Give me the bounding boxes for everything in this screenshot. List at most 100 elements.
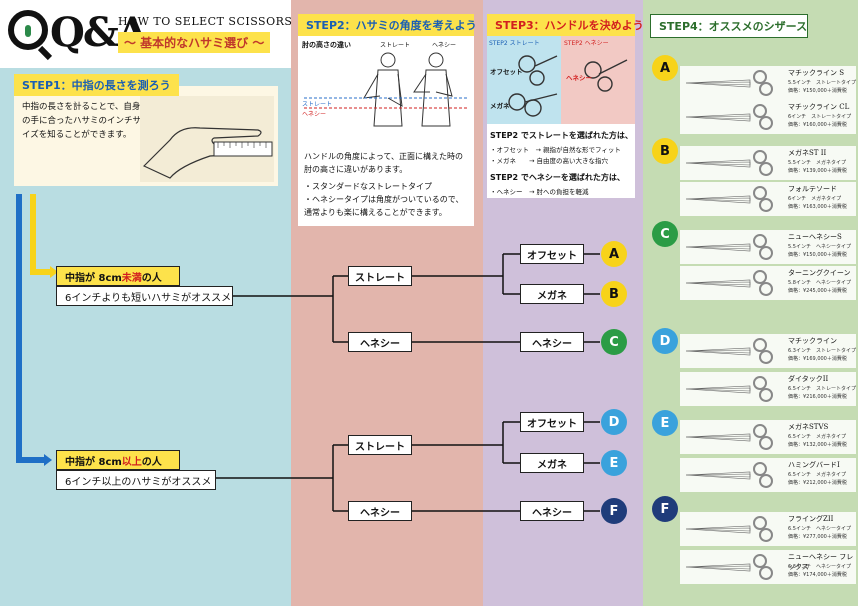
tree-result-e: E (601, 450, 627, 476)
step2-title: STEP2：ハサミの角度を考えよう (298, 14, 477, 36)
step3-label-megane: メガネ (490, 102, 510, 110)
node-offset-2: オフセット (520, 412, 584, 432)
group-b-badge: B (652, 138, 678, 164)
product-price: 価格：¥169,000＋消費税 (788, 356, 847, 362)
subtitle-jp: 〜 基本的なハサミ選び 〜 (118, 32, 271, 53)
step3-panel-straight-label: STEP2 ストレート (489, 40, 540, 47)
result-under-8cm: 6インチよりも短いハサミがオススメ (56, 286, 233, 306)
posture-illustration (304, 52, 468, 127)
step4-title: STEP4：オススメのシザース (650, 14, 808, 38)
product-card[interactable]: フォルテソード 6インチ メガネタイプ価格：¥163,000＋消費税 (680, 182, 856, 216)
step2-label-straight-line: ストレート (302, 101, 333, 108)
step2-label-straight-top: ストレート (380, 42, 411, 49)
product-price: 価格：¥132,000＋消費税 (788, 442, 847, 448)
step2-bullet-2: ・ヘネシータイプは角度がついているので、通常よりも楽に構えることができます。 (304, 195, 464, 217)
node-hensee-2: ヘネシー (348, 501, 412, 521)
scissors-icon (685, 516, 773, 542)
product-price: 価格：¥245,000＋消費税 (788, 288, 847, 294)
product-name: マチックライン S (788, 69, 845, 77)
node-hensee-1: ヘネシー (348, 332, 412, 352)
node-megane-2: メガネ (520, 453, 584, 473)
product-name: フォルテソード (788, 185, 837, 193)
product-name: メガネSTVS (788, 423, 829, 431)
condition-over-8cm: 中指が 8cm 以上の人 (56, 450, 180, 470)
product-name: メガネST II (788, 149, 827, 157)
node-straight-1: ストレート (348, 266, 412, 286)
step3-note1-item-2: ・メガネ → 自由度の高い大きな指穴 (490, 157, 609, 165)
step3-note1-title: STEP2 でストレートを選ばれた方は、 (490, 131, 633, 140)
product-card[interactable]: マチックライン S 5.5インチ ストレートタイプ価格：¥150,000＋消費税 (680, 66, 856, 100)
tree-result-d: D (601, 409, 627, 435)
tree-result-a: A (601, 241, 627, 267)
step3-label-offset: オフセット (490, 68, 523, 76)
product-price: 価格：¥174,000＋消費税 (788, 572, 847, 578)
step3-note1-item-1: ・オフセット → 親指が自然な形でフィット (490, 146, 621, 154)
tree-result-b: B (601, 281, 627, 307)
product-spec: 6.5インチ メガネタイプ (788, 434, 846, 440)
product-spec: 6.5インチ ストレートタイプ (788, 386, 856, 392)
step3-panel-hensee (561, 36, 635, 124)
scissors-icon (685, 186, 773, 212)
condition-under-8cm: 中指が 8cm 未満の人 (56, 266, 180, 286)
product-name: マチックライン (788, 337, 837, 345)
scissors-icon (685, 150, 773, 176)
product-spec: 6.3インチ ヘネシータイプ (788, 564, 851, 570)
scissors-icon (685, 462, 773, 488)
product-card[interactable]: ダイタックII 6.5インチ ストレートタイプ価格：¥216,000＋消費税 (680, 372, 856, 406)
product-price: 価格：¥216,000＋消費税 (788, 394, 847, 400)
product-spec: 6.3インチ ストレートタイプ (788, 348, 856, 354)
product-spec: 6.5インチ メガネタイプ (788, 472, 846, 478)
group-c-badge: C (652, 221, 678, 247)
product-price: 価格：¥277,000＋消費税 (788, 534, 847, 540)
product-spec: 6.5インチ ヘネシータイプ (788, 526, 851, 532)
node-offset-1: オフセット (520, 244, 584, 264)
product-card[interactable]: メガネSTVS 6.5インチ メガネタイプ価格：¥132,000＋消費税 (680, 420, 856, 454)
group-e-badge: E (652, 410, 678, 436)
tree-result-c: C (601, 329, 627, 355)
product-name: ダイタックII (788, 375, 829, 383)
product-spec: 6インチ メガネタイプ (788, 196, 842, 202)
group-f-badge: F (652, 496, 678, 522)
product-card[interactable]: ニューヘネシーS 5.5インチ ヘネシータイプ価格：¥150,000＋消費税 (680, 230, 856, 264)
step3-note2-title: STEP2 でヘネシーを選ばれた方は、 (490, 173, 625, 182)
scissors-icon (685, 70, 773, 96)
node-hensee-4: ヘネシー (520, 501, 584, 521)
product-spec: 6インチ ストレートタイプ (788, 114, 852, 120)
result-over-8cm: 6インチ以上のハサミがオススメ (56, 470, 216, 490)
cond2-emph: 以上 (121, 456, 142, 468)
subtitle-en: HOW TO SELECT SCISSORS (118, 15, 293, 28)
cond2-suffix: の人 (141, 456, 162, 468)
cond1-emph: 未満 (121, 272, 142, 284)
step2-bullet-1: ・スタンダードなストレートタイプ (304, 182, 432, 191)
step2-diagram-label: 肘の高さの違い (302, 41, 351, 49)
product-price: 価格：¥212,000＋消費税 (788, 480, 847, 486)
cond2-prefix: 中指が 8cm (65, 456, 122, 468)
step3-title: STEP3：ハンドルを決めよう (487, 14, 644, 36)
cond1-prefix: 中指が 8cm (65, 272, 122, 284)
product-spec: 5.5インチ ストレートタイプ (788, 80, 856, 86)
node-hensee-3: ヘネシー (520, 332, 584, 352)
product-price: 価格：¥150,000＋消費税 (788, 252, 847, 258)
product-price: 価格：¥163,000＋消費税 (788, 204, 847, 210)
node-megane-1: メガネ (520, 284, 584, 304)
group-a-badge: A (652, 55, 678, 81)
step2-label-hensee-line: ヘネシー (302, 111, 327, 118)
step1-title: STEP1：中指の長さを測ろう (14, 74, 179, 96)
logo-q-icon (8, 10, 48, 50)
step1-text: 中指の長さを計ることで、自身の手に合ったハサミのインチサイズを知ることができます… (22, 102, 142, 140)
product-name: ニューヘネシーS (788, 233, 842, 241)
product-card[interactable]: マチックライン 6.3インチ ストレートタイプ価格：¥169,000＋消費税 (680, 334, 856, 368)
product-spec: 5.5インチ メガネタイプ (788, 160, 846, 166)
scissors-icon (685, 270, 773, 296)
product-price: 価格：¥150,000＋消費税 (788, 88, 847, 94)
scissors-icon (685, 234, 773, 260)
product-spec: 5.5インチ ヘネシータイプ (788, 244, 851, 250)
product-name: ニューヘネシー フレックス (788, 553, 854, 571)
